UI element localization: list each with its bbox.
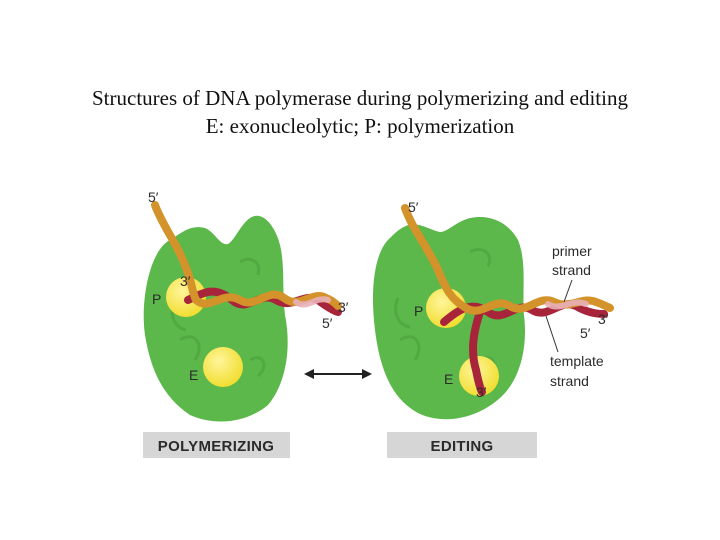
caption-editing: EDITING <box>431 438 494 455</box>
title-line-2: E: exonucleolytic; P: polymerization <box>205 114 515 138</box>
primer-strand-highlight <box>293 296 331 308</box>
enzyme-texture <box>394 248 496 378</box>
caption-polymerizing: POLYMERIZING <box>158 438 274 455</box>
enzyme-body-polymerizing <box>143 215 288 422</box>
title-line-1: Structures of DNA polymerase during poly… <box>92 86 628 110</box>
label-5prime-right: 5′ <box>322 315 333 331</box>
polymerizing-panel: 5′ 3′ P E 3′ 5′ POLYMERIZING <box>143 189 349 458</box>
enzyme-texture <box>170 257 266 378</box>
label-P: P <box>152 291 161 307</box>
label-5prime-top: 5′ <box>148 189 159 205</box>
caption-box-polymerizing <box>143 432 290 458</box>
label-3prime-right: 3′ <box>338 299 349 315</box>
template-strand <box>184 287 342 316</box>
label-template-strand-1: template <box>550 353 604 369</box>
caption-box-editing <box>387 432 537 458</box>
editing-panel: 5′ P E 3′ 3′ 5′ primer strand template s… <box>372 199 614 458</box>
label-P: P <box>414 303 423 319</box>
primer-strand-highlight <box>545 299 589 310</box>
label-3prime-right: 3′ <box>598 311 609 327</box>
pointer-template-strand <box>545 315 559 353</box>
primer-3prime-end <box>469 308 486 396</box>
label-primer-strand-2: strand <box>552 262 591 278</box>
label-E: E <box>189 367 198 383</box>
transition-arrow <box>304 369 372 379</box>
primer-strand <box>401 204 614 315</box>
exonuclease-site <box>203 347 243 387</box>
label-3prime-site: 3′ <box>476 384 487 400</box>
label-template-strand-2: strand <box>550 373 589 389</box>
pointer-primer-strand <box>563 279 573 303</box>
label-primer-strand-1: primer <box>552 243 592 259</box>
label-5prime-top: 5′ <box>408 199 419 215</box>
label-3prime-primer: 3′ <box>180 273 191 289</box>
label-5prime-right: 5′ <box>580 325 591 341</box>
label-E: E <box>444 371 453 387</box>
